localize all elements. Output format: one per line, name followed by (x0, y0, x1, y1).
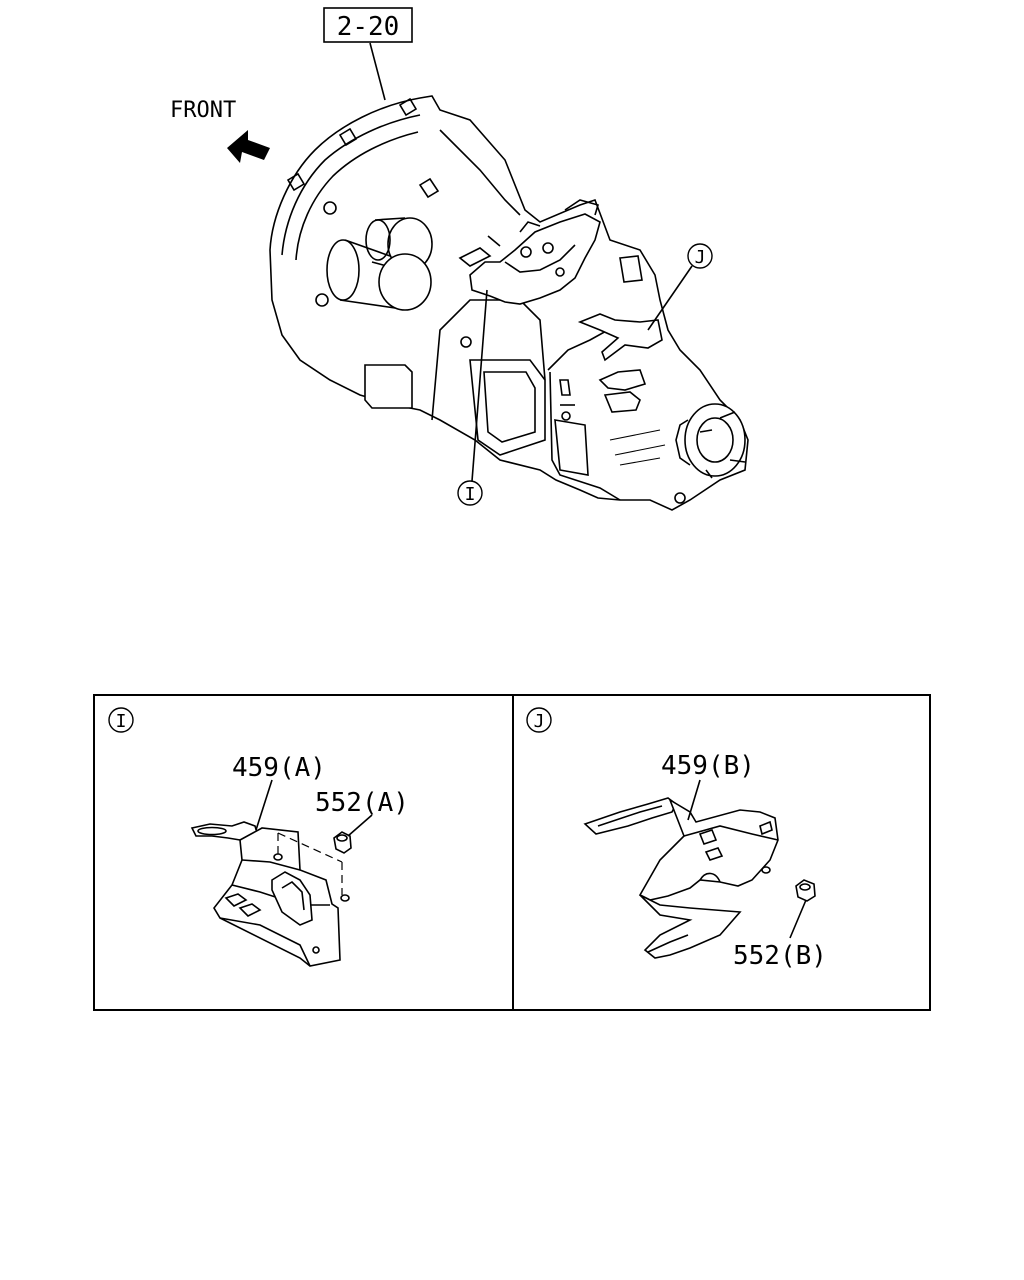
leader-552a (347, 814, 373, 837)
alignment-dash-i (277, 832, 343, 895)
reference-box[interactable]: 2-20 (323, 7, 413, 43)
leader-459b (687, 779, 701, 821)
detail-j-panel: J 459(B) 552(B) (526, 707, 827, 971)
callout-i-main[interactable]: I (457, 480, 483, 506)
bracket-459a (190, 821, 350, 967)
part-552b-label[interactable]: 552(B) (733, 941, 827, 971)
detail-i-marker-label: I (116, 711, 127, 732)
callout-j-main[interactable]: J (687, 243, 713, 269)
callout-j-leader (647, 265, 693, 331)
nut-552b (795, 879, 816, 902)
callout-j-main-label: J (695, 247, 706, 268)
front-arrow-icon (227, 130, 270, 163)
detail-j-marker: J (526, 707, 552, 733)
part-459a-label[interactable]: 459(A) (232, 753, 326, 783)
detail-i-panel: I 459(A) 552(A) (108, 707, 409, 967)
output-flange (675, 403, 746, 479)
callout-i-main-label: I (465, 484, 476, 505)
leader-552b (789, 899, 807, 939)
transmission-assembly (269, 95, 749, 511)
nut-552a (333, 831, 352, 854)
front-label: FRONT (170, 98, 236, 123)
bracket-459b (583, 797, 779, 959)
detail-j-marker-label: J (534, 711, 545, 732)
reference-box-label: 2-20 (337, 12, 400, 42)
part-552a-label[interactable]: 552(A) (315, 788, 409, 818)
reference-leader-line (369, 42, 386, 101)
detail-i-marker: I (108, 707, 134, 733)
part-459b-label[interactable]: 459(B) (661, 751, 755, 781)
shift-tower (458, 199, 601, 305)
leader-459a (255, 779, 273, 831)
callout-i-leader (471, 289, 488, 482)
starter-motor (326, 217, 433, 311)
